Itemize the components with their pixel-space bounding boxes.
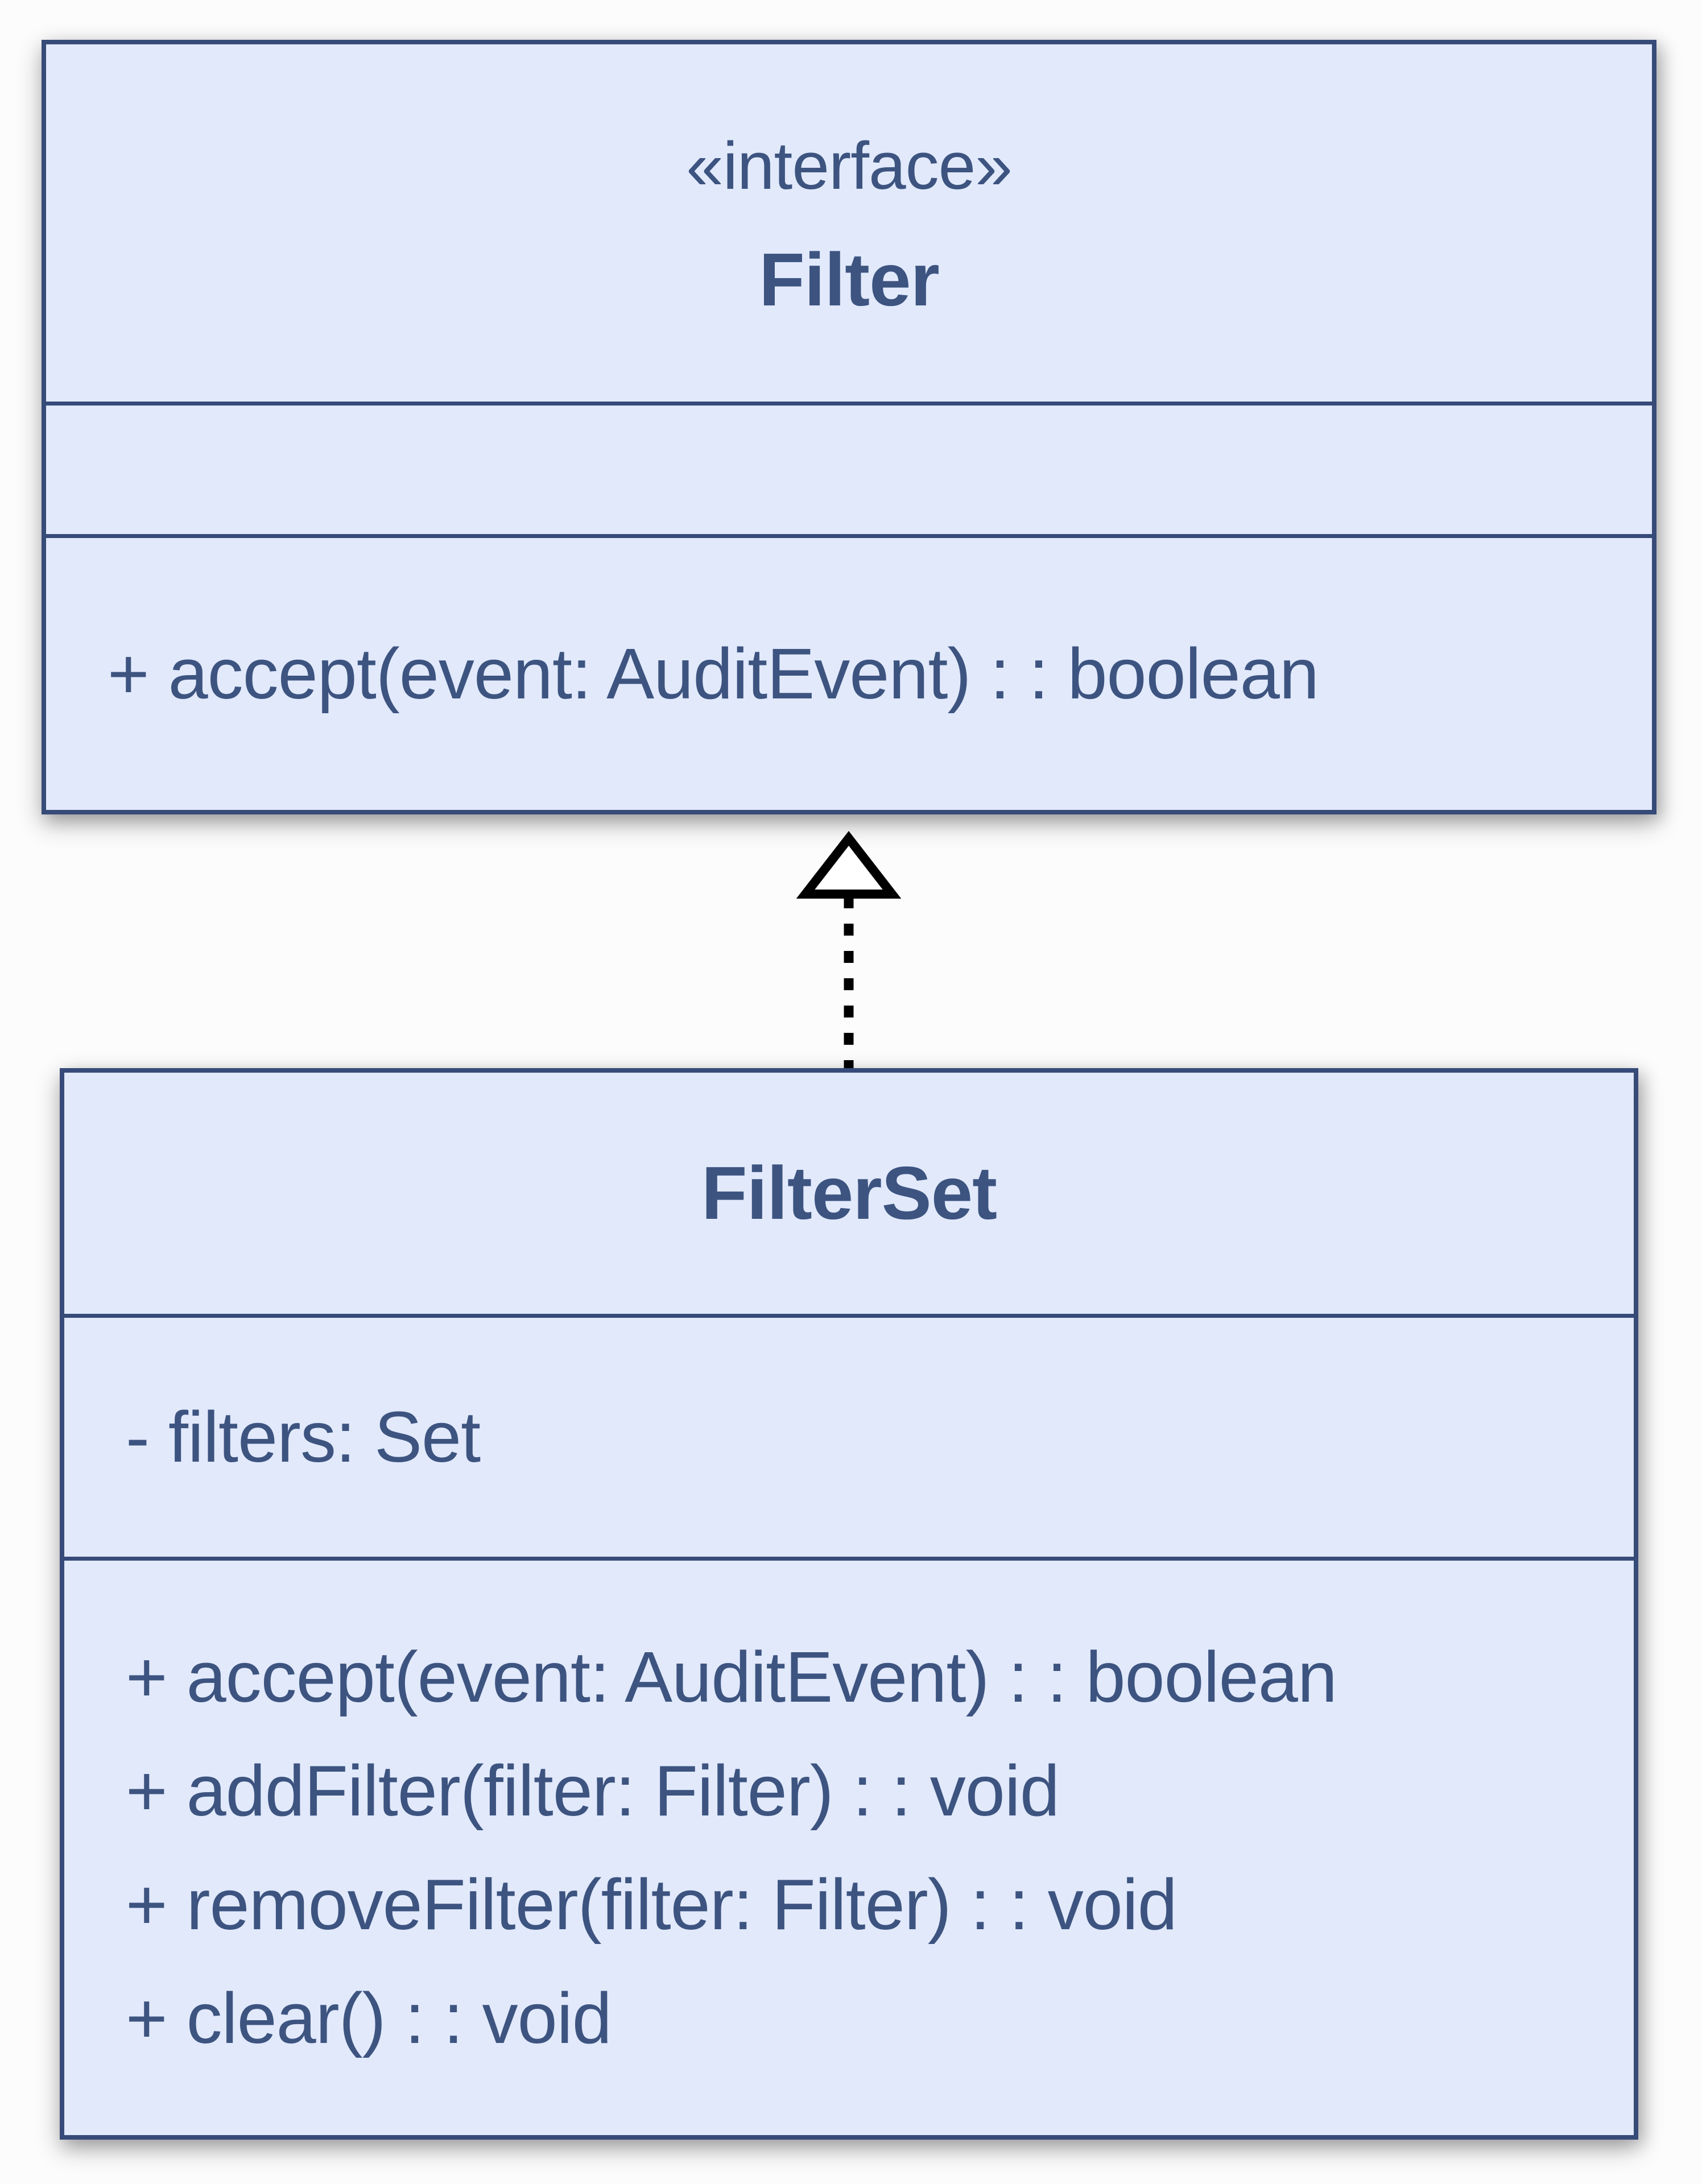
method-line: + clear() : : void: [126, 1978, 612, 2058]
attribute-line: - filters: Set: [126, 1397, 481, 1477]
filterset-methods-compartment: + accept(event: AuditEvent) : : boolean +…: [64, 1557, 1634, 2135]
filterset-class-box[interactable]: FilterSet - filters: Set + accept(event:…: [60, 1068, 1638, 2140]
hollow-triangle-arrowhead-icon: [796, 830, 902, 899]
method-line: + removeFilter(filter: Filter) : : void: [126, 1864, 1178, 1945]
filterset-name: FilterSet: [701, 1151, 997, 1235]
method-line: + accept(event: AuditEvent) : : boolean: [126, 1637, 1337, 1717]
method-line: + accept(event: AuditEvent) : : boolean: [108, 634, 1319, 714]
interface-name: Filter: [759, 238, 940, 321]
interface-attributes-compartment: [46, 402, 1652, 534]
interface-methods-compartment: + accept(event: AuditEvent) : : boolean: [46, 534, 1652, 810]
filterset-attributes-compartment: - filters: Set: [64, 1314, 1634, 1557]
method-line: + addFilter(filter: Filter) : : void: [126, 1751, 1060, 1831]
interface-filter-box[interactable]: «interface» Filter + accept(event: Audit…: [42, 40, 1656, 814]
interface-stereotype: «interface»: [686, 129, 1013, 204]
filterset-title-compartment: FilterSet: [64, 1073, 1634, 1314]
interface-title-compartment: «interface» Filter: [46, 44, 1652, 402]
realization-arrow-icon[interactable]: [783, 830, 914, 1070]
